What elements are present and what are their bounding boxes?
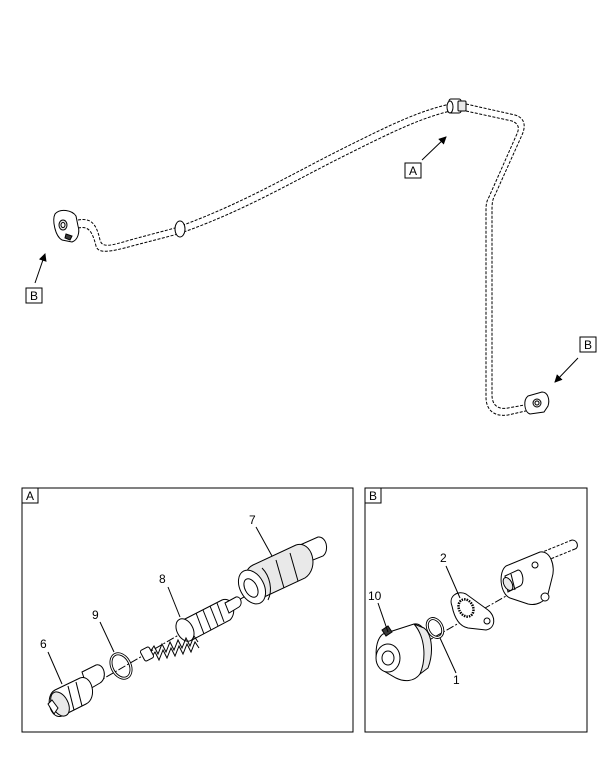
detail-b-tag: B bbox=[369, 489, 377, 503]
top-fitting bbox=[446, 98, 467, 114]
callout-b-left-overview: B bbox=[25, 253, 47, 304]
leader-1 bbox=[439, 637, 457, 674]
left-flange-fitting bbox=[53, 209, 80, 243]
detail-b-tag-box bbox=[364, 487, 382, 504]
part-8-plunger bbox=[139, 596, 242, 662]
tube-assembly bbox=[53, 98, 550, 416]
leader-8 bbox=[167, 586, 181, 618]
leader-9 bbox=[99, 621, 115, 653]
leader-2 bbox=[445, 565, 461, 599]
detail-b-frame bbox=[364, 487, 588, 733]
detail-a-frame bbox=[21, 487, 354, 733]
detail-panel-a: A bbox=[21, 487, 354, 733]
label-box-b-left bbox=[25, 287, 43, 304]
callout-8: 8 bbox=[159, 572, 166, 586]
callout-9: 9 bbox=[92, 608, 99, 622]
label-b-left-text: B bbox=[30, 289, 38, 303]
part-1-o-ring bbox=[425, 617, 445, 639]
callout-2: 2 bbox=[440, 551, 447, 565]
label-box-b-right bbox=[579, 336, 597, 353]
part-9-o-ring bbox=[109, 652, 133, 680]
callout-b-right-overview: B bbox=[554, 336, 597, 383]
label-box-a bbox=[404, 162, 422, 179]
detail-panel-b: B bbox=[364, 487, 588, 733]
part-2-gasket bbox=[450, 592, 495, 631]
part-10-flange-block bbox=[375, 623, 432, 682]
part-7-valve-housing bbox=[237, 536, 328, 605]
right-flange-fitting bbox=[524, 391, 550, 415]
detail-a-tag-box bbox=[21, 487, 39, 504]
callout-a-overview: A bbox=[404, 136, 447, 179]
callout-6: 6 bbox=[40, 637, 47, 651]
leader-7 bbox=[255, 526, 273, 557]
label-b-right-text: B bbox=[584, 338, 592, 352]
tube-coupler bbox=[174, 220, 186, 238]
callout-1: 1 bbox=[453, 673, 460, 687]
tube-with-flange bbox=[500, 539, 578, 605]
callout-10: 10 bbox=[368, 589, 382, 603]
leader-6 bbox=[47, 651, 63, 685]
leader-10 bbox=[377, 602, 389, 633]
label-a-text: A bbox=[409, 164, 417, 178]
detail-a-tag: A bbox=[26, 489, 34, 503]
callout-7: 7 bbox=[249, 513, 256, 527]
part-6-plug bbox=[47, 664, 105, 717]
